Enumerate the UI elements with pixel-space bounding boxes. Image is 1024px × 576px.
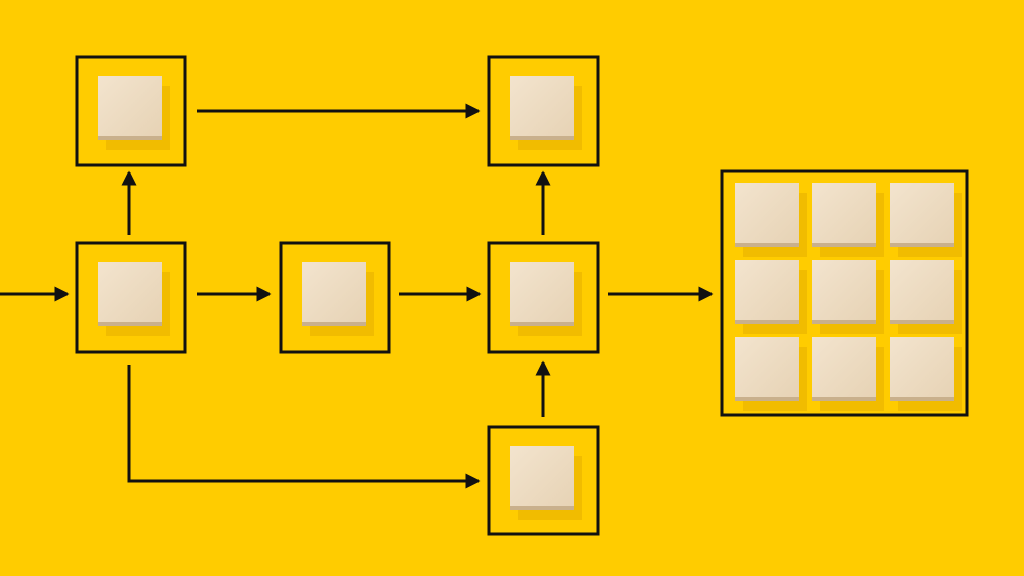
- wooden-block-icon: [735, 337, 799, 401]
- node-frame: [75, 241, 187, 354]
- wooden-block-icon: [890, 337, 954, 401]
- output-grid-frame: [720, 169, 969, 417]
- block-edge: [890, 320, 954, 324]
- wooden-block-icon: [98, 76, 162, 140]
- block-edge: [735, 243, 799, 247]
- node-frame: [487, 241, 600, 354]
- block-edge: [812, 320, 876, 324]
- wooden-block-icon: [510, 262, 574, 326]
- block-edge: [510, 136, 574, 140]
- node-frame: [279, 241, 391, 354]
- wooden-block-icon: [510, 446, 574, 510]
- wooden-block-icon: [890, 260, 954, 324]
- block-edge: [890, 397, 954, 401]
- block-edge: [510, 506, 574, 510]
- node-frame: [487, 55, 600, 167]
- wooden-block-icon: [890, 183, 954, 247]
- node-frame: [75, 55, 187, 167]
- wooden-block-icon: [735, 260, 799, 324]
- node-frame: [487, 425, 600, 536]
- arrow-icon: [127, 365, 481, 489]
- block-edge: [890, 243, 954, 247]
- block-edge: [98, 322, 162, 326]
- block-edge: [98, 136, 162, 140]
- block-edge: [812, 397, 876, 401]
- wooden-block-icon: [812, 260, 876, 324]
- wooden-block-icon: [735, 183, 799, 247]
- block-edge: [302, 322, 366, 326]
- wooden-block-icon: [98, 262, 162, 326]
- block-edge: [735, 320, 799, 324]
- wooden-block-icon: [302, 262, 366, 326]
- block-edge: [812, 243, 876, 247]
- block-edge: [735, 397, 799, 401]
- wooden-block-icon: [510, 76, 574, 140]
- wooden-block-icon: [812, 183, 876, 247]
- wooden-block-icon: [812, 337, 876, 401]
- block-edge: [510, 322, 574, 326]
